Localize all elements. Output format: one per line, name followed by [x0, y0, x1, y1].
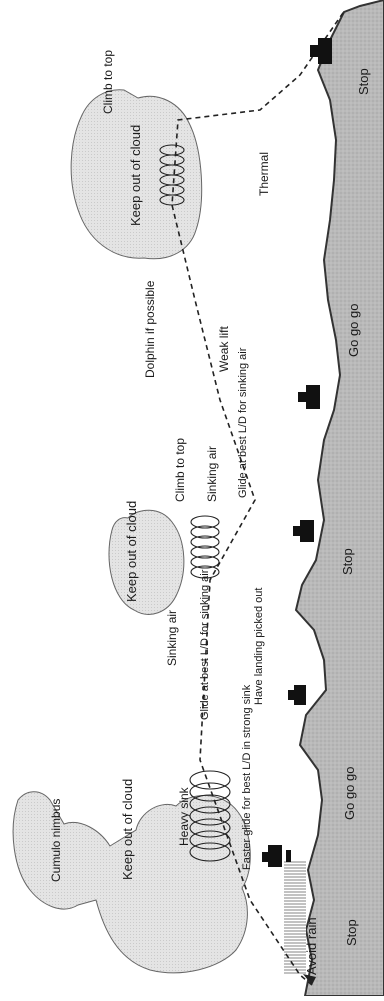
weak-lift-label: Weak lift: [217, 326, 231, 372]
climb-to-top-label-1: Climb to top: [173, 438, 187, 502]
ground-terrain: [296, 0, 384, 996]
building-icon: [310, 38, 332, 64]
thermal-label: Thermal: [257, 152, 271, 196]
ground-zone-go-1: Go go go: [342, 767, 357, 821]
building-icon: [293, 520, 314, 542]
keep-out-cloud-label-1: Keep out of cloud: [120, 779, 135, 880]
avoid-rain-text: Avoid rain: [304, 917, 319, 975]
cumulonimbus-label: Cumulo nimbus: [49, 799, 63, 882]
ground-zone-stop-2: Stop: [340, 548, 355, 575]
ground-zone-go-2: Go go go: [346, 304, 361, 358]
landing-picked-out-label: Have landing picked out: [253, 588, 265, 705]
ground-zone-stop-3: Stop: [356, 68, 371, 95]
thermal-coil-middle: [191, 516, 219, 578]
ground-zone-stop-1: Stop: [344, 919, 359, 946]
dolphin-label: Dolphin if possible: [143, 280, 157, 378]
rain-streaks: [284, 860, 306, 975]
climb-to-top-label-2: Climb to top: [101, 50, 115, 114]
label-avoid-rain: Avoid rain: [304, 917, 319, 975]
building-icon: [288, 685, 306, 705]
glide-best-ld-label-1: Glide at best L/D for sinking air: [199, 569, 211, 720]
glide-best-ld-label-2: Glide at best L/D for sinking air: [237, 347, 249, 498]
heavy-sink-label: Heavy sink: [177, 786, 191, 846]
cloud-middle: [109, 510, 184, 614]
keep-out-cloud-label-3: Keep out of cloud: [128, 125, 143, 226]
sinking-air-label-2: Sinking air: [205, 446, 219, 502]
sinking-air-label-1: Sinking air: [165, 610, 179, 666]
keep-out-cloud-label-2: Keep out of cloud: [124, 501, 139, 602]
faster-glide-label: Faster glide for best L/D in strong sink: [241, 684, 253, 870]
building-icon: [298, 385, 320, 409]
